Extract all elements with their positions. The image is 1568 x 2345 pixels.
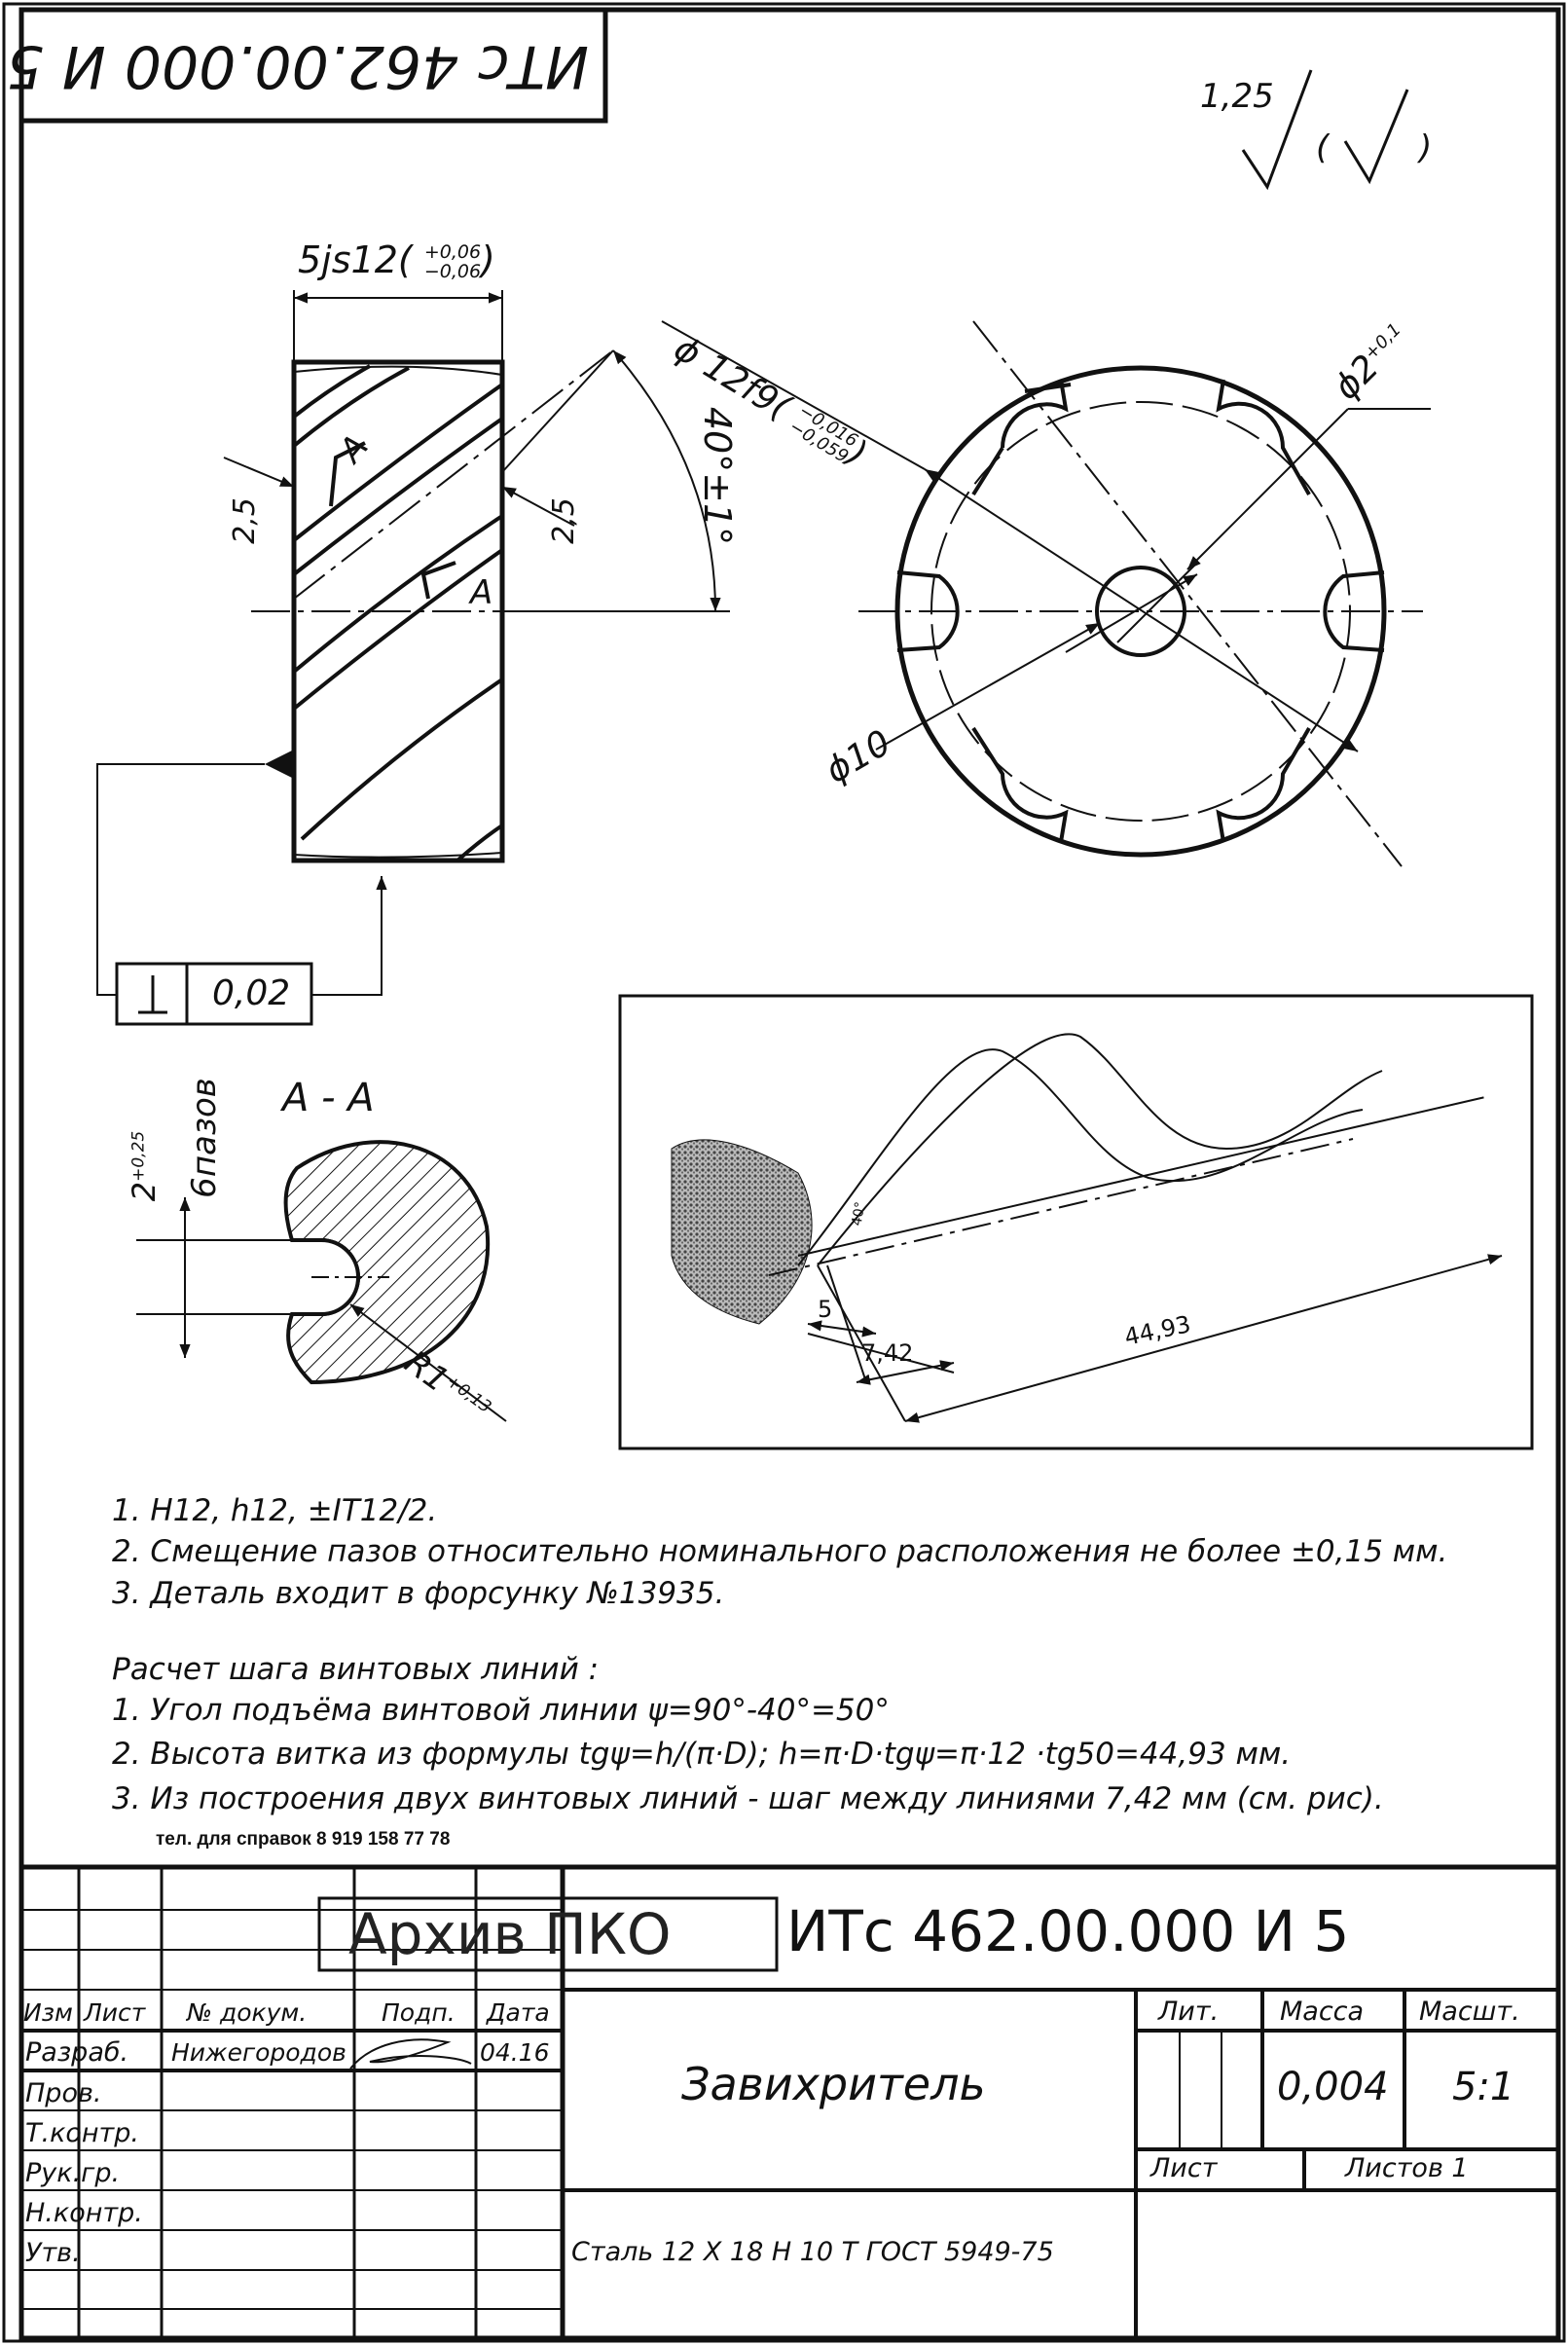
section-title: А - А <box>282 1076 375 1120</box>
phone-note: тел. для справок 8 919 158 77 78 <box>156 1829 451 1850</box>
roughness-paren-close: ) <box>1419 128 1433 167</box>
part-name: Завихритель <box>681 2058 986 2110</box>
archive-stamp <box>317 1896 779 1972</box>
mass-value: 0,004 <box>1277 2065 1389 2109</box>
note-3: 3. Деталь входит в форсунку №13935. <box>112 1576 725 1611</box>
note-2: 2. Смещение пазов относительно номинальн… <box>112 1534 1448 1569</box>
hdr-izm: Изм <box>23 1998 73 2027</box>
helix-dim-small: 5 <box>818 1296 833 1323</box>
calc-title: Расчет шага винтовых линий : <box>112 1652 600 1687</box>
helix-angle-mark: 40° <box>849 1200 869 1227</box>
signature <box>349 2038 472 2070</box>
helix-figure <box>618 994 1534 1450</box>
date-0: 04.16 <box>480 2038 550 2067</box>
hdr-sign: Подп. <box>382 1998 456 2027</box>
scale-value: 5:1 <box>1452 2065 1515 2109</box>
role-2: Т.контр. <box>25 2118 140 2148</box>
role-5: Утв. <box>25 2238 81 2268</box>
role-1: Пров. <box>25 2078 102 2108</box>
roughness-symbol <box>1241 69 1409 191</box>
name-0: Нижегородов <box>171 2038 346 2067</box>
material: Сталь 12 Х 18 Н 10 Т ГОСТ 5949-75 <box>571 2237 1054 2267</box>
hdr-date: Дата <box>487 1998 550 2027</box>
role-4: Н.контр. <box>25 2198 143 2228</box>
dim-slot-width-value: 2 <box>126 1181 164 1202</box>
side-view <box>96 290 730 996</box>
roughness-value: 1,25 <box>1200 77 1274 116</box>
drawing-frame <box>18 7 1561 2341</box>
note-1: 1. H12, h12, ±IT12/2. <box>112 1493 438 1528</box>
dim-width-tolerance: +0,06 −0,06 <box>423 240 482 282</box>
tolerance-frame <box>115 962 313 1026</box>
scale-label: Масшт. <box>1419 1997 1520 2027</box>
hdr-doc: № докум. <box>187 1998 308 2027</box>
dim-width-tol-lower: −0,06 <box>423 260 482 282</box>
code-box <box>18 7 608 124</box>
title-block-code: ИТс 462.00.000 И 5 <box>786 1898 1350 1964</box>
roughness-paren-open: ( <box>1316 128 1330 167</box>
dim-angle: 40°±1° <box>696 406 740 546</box>
tolerance-value: 0,02 <box>212 973 291 1013</box>
sheets-label: Листов 1 <box>1345 2153 1469 2183</box>
dim-width-close: ) <box>481 238 495 281</box>
dim-width: 5js12( +0,06 −0,06 ) <box>298 241 495 281</box>
calc-3: 3. Из построения двух винтовых линий - ш… <box>112 1781 1384 1816</box>
dim-width-value: 5js12( <box>298 238 413 281</box>
section-mark-bottom: A <box>470 573 493 612</box>
slot-count: 6пазов <box>184 1078 224 1198</box>
calc-2: 2. Высота витка из формулы tgψ=h/(π·D); … <box>112 1737 1292 1772</box>
dim-slot-width-tol: +0,25 <box>128 1130 149 1182</box>
calc-1: 1. Угол подъёма винтовой линии ψ=90°-40°… <box>112 1693 890 1728</box>
title-block <box>21 1864 1558 2338</box>
dim-slot-width: 2+0,25 <box>126 1130 164 1202</box>
helix-dim-pitch: 7,42 <box>861 1339 914 1367</box>
hdr-list: Лист <box>84 1998 146 2027</box>
lit-label: Лит. <box>1158 1997 1220 2027</box>
front-view <box>661 320 1431 867</box>
archive-stamp-text: Архив ПКО <box>348 1901 672 1967</box>
drawing-code-rotated: ИТс 462.00.000 И 5 <box>6 32 589 100</box>
role-3: Рук.гр. <box>25 2158 121 2188</box>
dim-width-tol-upper: +0,06 <box>423 240 482 263</box>
dim-offset-left: 2,5 <box>227 497 262 544</box>
dim-offset-right: 2,5 <box>546 497 581 544</box>
mass-label: Масса <box>1280 1997 1365 2027</box>
sheet-label: Лист <box>1150 2153 1218 2183</box>
section-a-a <box>136 1140 507 1422</box>
role-0: Разраб. <box>25 2037 129 2068</box>
